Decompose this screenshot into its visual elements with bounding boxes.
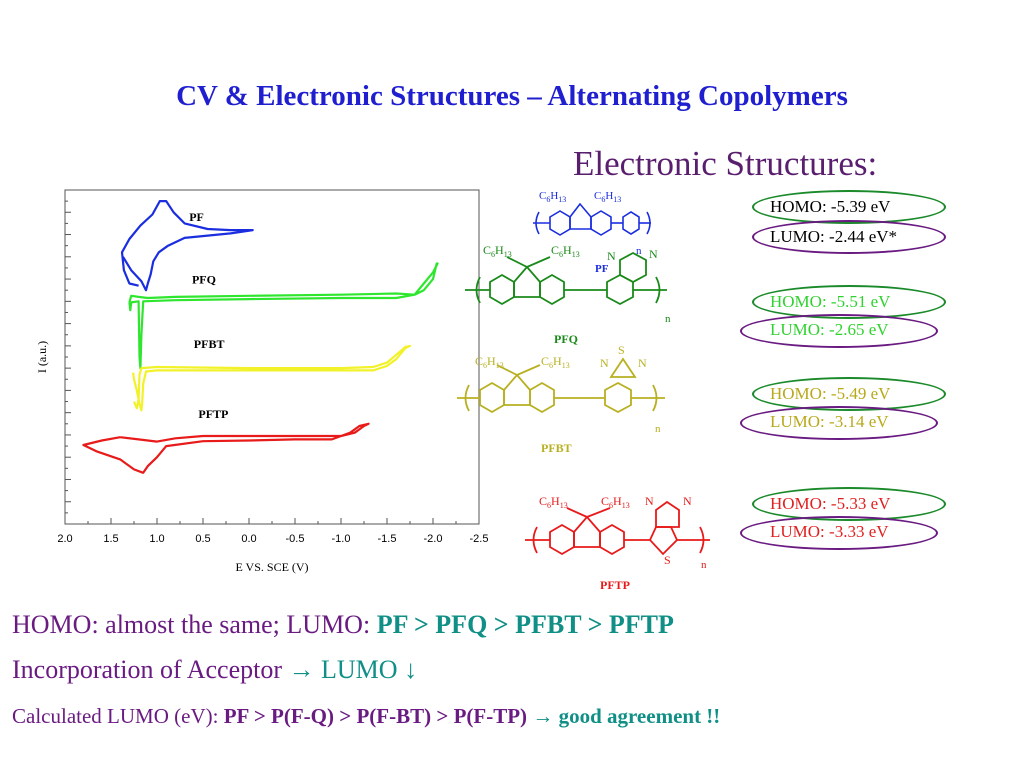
lumo-oval-pftp	[740, 516, 938, 550]
series-layer: PF PFQ PFBT PFTP	[82, 200, 439, 474]
lumo-oval-pfbt	[740, 406, 938, 440]
x-tick-label: -2.0	[424, 533, 443, 545]
down-arrow-icon: ↓	[404, 655, 418, 684]
lumo-value-pf: LUMO: -2.44 eV*	[770, 227, 898, 246]
pfq-n-right: N	[649, 247, 658, 261]
summary-line2-lumo: LUMO	[321, 655, 398, 684]
pfbt-n-left: N	[600, 356, 609, 370]
series-line-pf	[120, 200, 254, 292]
x-tick-label: 0.0	[241, 533, 256, 545]
homo-value-pf: HOMO: -5.39 eV	[770, 197, 891, 216]
y-axis-ticks	[65, 200, 71, 514]
pf-sub-left: C6H13	[539, 190, 566, 204]
x-tick-label: -1.5	[378, 533, 397, 545]
series-label-pfq: PFQ	[192, 273, 216, 287]
good-agreement-text: good agreement !!	[558, 704, 721, 728]
pf-sub-right: C6H13	[594, 190, 621, 204]
x-tick-label: -0.5	[286, 533, 305, 545]
summary-line-acceptor: Incorporation of Acceptor → LUMO ↓	[12, 655, 417, 685]
pfq-label: PFQ	[554, 332, 578, 346]
x-tick-label: 1.0	[149, 533, 164, 545]
pftp-n-right: N	[683, 494, 692, 508]
electronic-structures-heading: Electronic Structures:	[573, 144, 878, 183]
pftp-sub-left: C6H13	[539, 494, 568, 510]
pf-n-subscript: n	[636, 245, 642, 257]
pfq-sub-left: C6H13	[483, 243, 512, 259]
x-tick-label: -1.0	[332, 533, 351, 545]
right-arrow-icon: →	[288, 655, 315, 684]
lumo-oval-pf	[752, 220, 946, 254]
pfbt-sub-left: C6H13	[475, 354, 504, 370]
series-label-pf: PF	[189, 210, 204, 224]
series-label-pftp: PFTP	[198, 407, 228, 421]
x-tick-label: 2.0	[57, 533, 72, 545]
summary-line2-prefix: Incorporation of Acceptor	[12, 655, 289, 684]
y-axis-label: I (a.u.)	[35, 341, 49, 373]
lumo-value-pfbt: LUMO: -3.14 eV	[770, 412, 889, 431]
pftp-label: PFTP	[600, 578, 630, 592]
homo-value-pftp: HOMO: -5.33 eV	[770, 494, 891, 513]
pftp-n-subscript: n	[701, 559, 707, 571]
summary-line-homo-lumo: HOMO: almost the same; LUMO: PF > PFQ > …	[12, 610, 674, 640]
series-line-pftp	[82, 422, 370, 474]
homo-value-pfbt: HOMO: -5.49 eV	[770, 384, 891, 403]
lumo-order-calculated: PF > P(F-Q) > P(F-BT) > P(F-TP)	[223, 704, 528, 728]
pfq-n-subscript: n	[665, 313, 671, 325]
pftp-structure	[525, 500, 710, 556]
x-tick-label: 1.5	[103, 533, 118, 545]
pf-label: PF	[595, 263, 609, 275]
pfbt-label: PFBT	[541, 441, 572, 455]
pftp-s: S	[664, 553, 671, 567]
summary-line1-prefix: HOMO: almost the same; LUMO:	[12, 610, 377, 639]
lumo-order-experimental: PF > PFQ > PFBT > PFTP	[376, 610, 674, 639]
chemical-structures: C6H13 C6H13 n PF C6H13 C6H13 N N n PFQ C	[457, 190, 710, 592]
pfq-sub-right: C6H13	[551, 243, 580, 259]
plot-frame	[64, 189, 480, 525]
lumo-value-pftp: LUMO: -3.33 eV	[770, 522, 889, 541]
lumo-value-pfq: LUMO: -2.65 eV	[770, 320, 889, 339]
series-label-pfbt: PFBT	[194, 337, 225, 351]
series-line-pfbt	[132, 344, 412, 412]
x-axis-label: E VS. SCE (V)	[235, 560, 308, 574]
lumo-oval-pfq	[740, 314, 938, 348]
right-arrow-icon-2: →	[527, 704, 559, 728]
pfbt-sub-right: C6H13	[541, 354, 570, 370]
homo-value-pfq: HOMO: -5.51 eV	[770, 292, 891, 311]
pfq-structure	[465, 251, 667, 306]
pfbt-n-subscript: n	[655, 423, 661, 435]
pftp-n-left: N	[645, 494, 654, 508]
x-tick-label: -2.5	[470, 533, 489, 545]
x-axis-ticks: 2.0 1.5 1.0 0.5 0.0 -0.5 -1.0 -1.5 -2.0 -2.5	[57, 518, 488, 545]
x-tick-label: 0.5	[195, 533, 210, 545]
pfbt-structure	[457, 357, 665, 414]
slide-title: CV & Electronic Structures – Alternating…	[176, 80, 848, 112]
pftp-sub-right: C6H13	[601, 494, 630, 510]
series-line-pfq	[128, 262, 439, 370]
pfq-n-left: N	[607, 249, 616, 263]
summary-line3-prefix: Calculated LUMO (eV):	[12, 704, 224, 728]
summary-line-calculated: Calculated LUMO (eV): PF > P(F-Q) > P(F-…	[12, 704, 720, 729]
pf-structure	[533, 202, 651, 236]
pfbt-n-right: N	[638, 356, 647, 370]
pfbt-s: S	[618, 343, 625, 357]
